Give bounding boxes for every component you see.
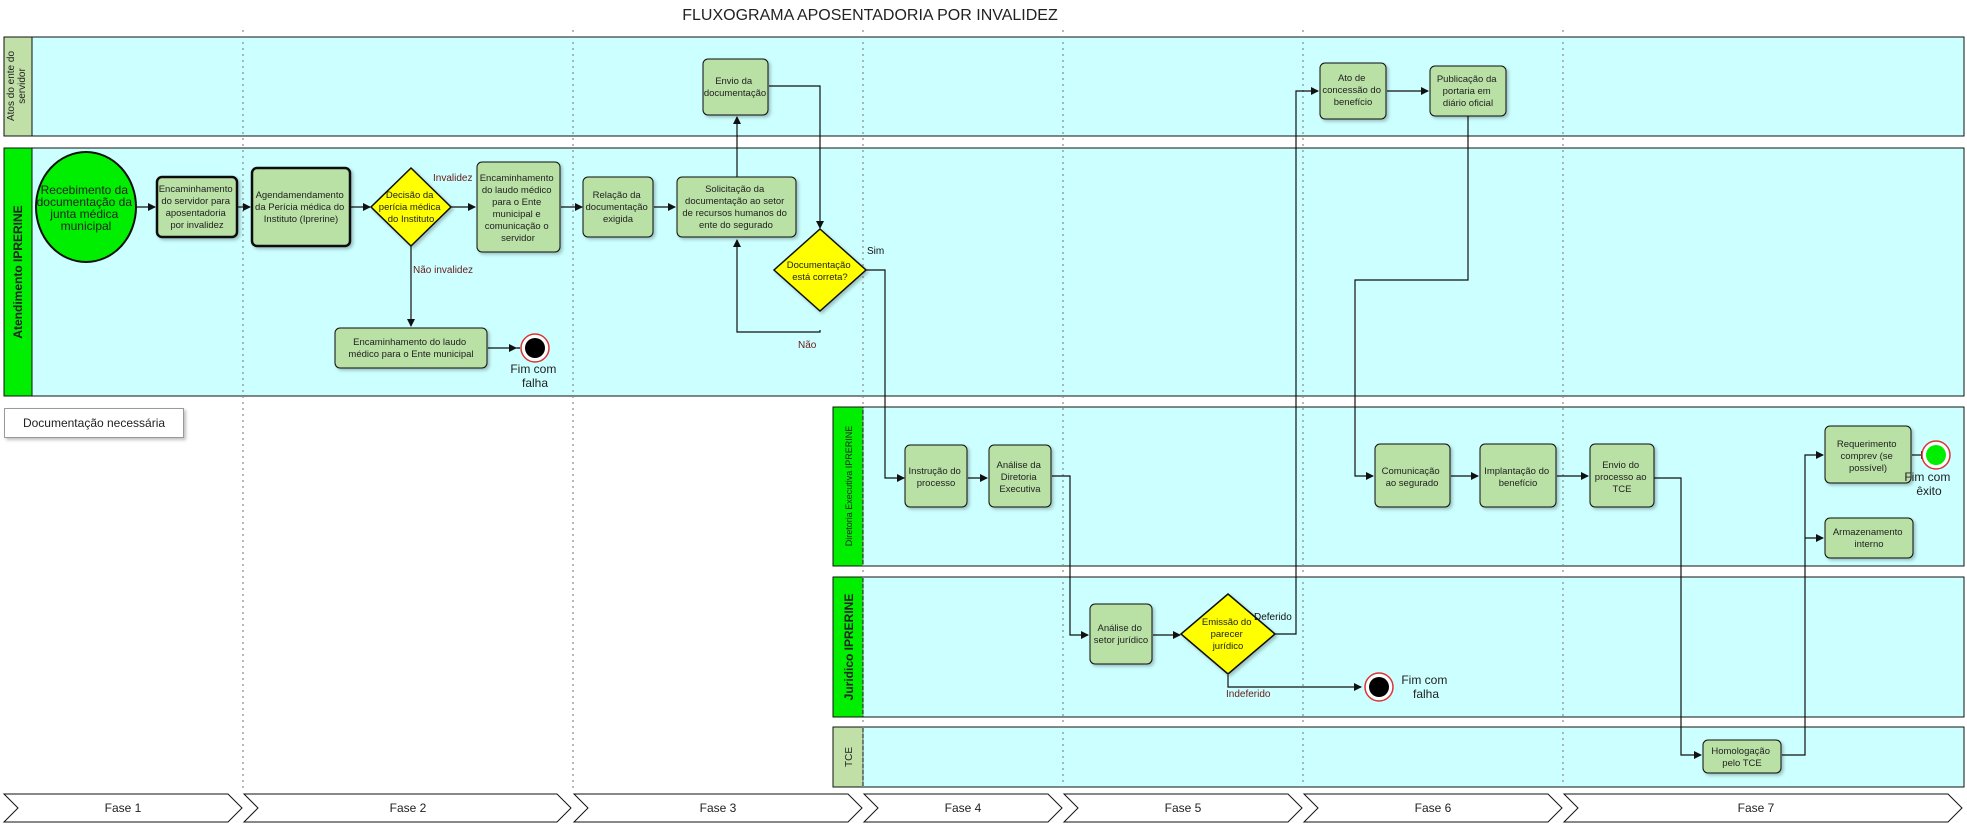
label-deferido: Deferido — [1254, 612, 1292, 623]
task-instrucao-processo[interactable]: Instrução do processo — [904, 444, 968, 508]
svg-text:Análise do setor jurídic: Análise do setor jurídico — [1094, 623, 1148, 646]
connectors — [137, 85, 1929, 759]
label-invalidez: Invalidez — [433, 173, 472, 184]
svg-text:Ato de concessão do: Ato de concessão do benefício — [1322, 73, 1383, 108]
edge-labels: Invalidez Não invalidez Sim Não Deferido… — [413, 173, 1292, 700]
page-title: FLUXOGRAMA APOSENTADORIA POR INVALIDEZ — [682, 7, 1058, 24]
phase-2: Fase 2 — [390, 801, 427, 815]
task-implantacao-beneficio[interactable]: Implantação do benefício — [1479, 443, 1557, 508]
task-encaminhamento-laudo-ente[interactable]: Encaminhamento do laudo médico para o En… — [476, 161, 561, 253]
svg-text:Emissão do parecer: Emissão do parecer jurídico — [1202, 617, 1254, 652]
task-publicacao-portaria[interactable]: Publicação da portaria em diário oficial — [1429, 65, 1507, 117]
svg-text:Solicitação da documenta: Solicitação da documentação ao setor de … — [682, 184, 789, 231]
phase-5: Fase 5 — [1165, 801, 1202, 815]
lane-tce-label: TCE — [844, 747, 855, 767]
lane-tce: TCE — [832, 726, 1965, 788]
task-requerimento-comprev[interactable]: Requerimento comprev (se possível) — [1824, 425, 1912, 484]
lane-diretoria-label: Diretoria Executiva IPRERINE — [844, 426, 854, 547]
decision-pericia[interactable]: Decisão da perícia médica do Instituto — [369, 166, 453, 248]
lane-juridico: Juridico IPRERINE — [832, 576, 1965, 718]
svg-text:Envio do processo ao: Envio do processo ao TCE — [1595, 460, 1649, 495]
phase-3: Fase 3 — [700, 801, 737, 815]
svg-text:servidor: servidor — [17, 68, 28, 104]
task-envio-tce[interactable]: Envio do processo ao TCE — [1589, 443, 1655, 508]
phase-6: Fase 6 — [1415, 801, 1452, 815]
svg-text:Homologação pelo TCE: Homologação pelo TCE — [1711, 746, 1772, 769]
svg-text:Encaminhamento do servid: Encaminhamento do servidor para aposenta… — [159, 184, 236, 231]
svg-text:Decisão da perícia médic: Decisão da perícia médica do Instituto — [379, 190, 443, 225]
svg-text:Análise da Diretoria: Análise da Diretoria Executiva — [996, 460, 1043, 495]
svg-text:Encaminhamento do laudo: Encaminhamento do laudo médico para o En… — [480, 173, 557, 244]
svg-text:Encaminhamento do laudo: Encaminhamento do laudo médico para o En… — [348, 337, 473, 360]
svg-text:Relação da documentação: Relação da documentação exigida — [586, 190, 651, 225]
svg-text:Atos do ente do: Atos do ente do — [6, 51, 17, 121]
end-event-exito[interactable]: Fim com êxito — [1904, 440, 1953, 498]
task-ato-concessao[interactable]: Ato de concessão do benefício — [1319, 62, 1387, 120]
lane-atos-label-2: servidor — [17, 68, 28, 104]
end-event-falha-1[interactable]: Fim com falha — [510, 333, 559, 390]
svg-text:Requerimento comprev (se: Requerimento comprev (se possível) — [1837, 439, 1899, 474]
lane-atos-label-1: Atos do ente do — [6, 51, 17, 121]
task-solicitacao-documentacao[interactable]: Solicitação da documentação ao setor de … — [676, 176, 797, 238]
svg-text:Instrução do processo: Instrução do processo — [909, 466, 964, 489]
decision-documentacao-correta[interactable]: Documentação está correta? — [772, 227, 868, 313]
svg-text:Armazenamento interno: Armazenamento interno — [1833, 527, 1905, 550]
svg-text:Agendamendamento da Perí: Agendamendamento da Perícia médica do In… — [255, 190, 347, 225]
decision-emissao-parecer[interactable]: Emissão do parecer jurídico — [1179, 593, 1277, 675]
phase-1: Fase 1 — [105, 801, 142, 815]
lane-juridico-label: Juridico IPRERINE — [842, 594, 856, 701]
svg-text:Recebimento da documenta: Recebimento da documentação da junta méd… — [37, 183, 136, 233]
lane-atendimento-label: Atendimento IPRERINE — [11, 205, 25, 338]
phase-separators — [242, 30, 1564, 790]
lane-atos: Atos do ente do servidor — [3, 36, 1965, 137]
task-agendamento[interactable]: Agendamendamento da Perícia médica do In… — [250, 166, 352, 248]
task-armazenamento-interno[interactable]: Armazenamento interno — [1824, 517, 1914, 559]
start-event[interactable]: Recebimento da documentação da junta méd… — [35, 151, 137, 263]
svg-text:Fim com falha: Fim com falha — [510, 362, 559, 390]
task-homologacao-tce[interactable]: Homologação pelo TCE — [1702, 739, 1782, 774]
task-encaminhamento-laudo-falha[interactable]: Encaminhamento do laudo médico para o En… — [334, 327, 488, 369]
task-analise-juridico[interactable]: Análise do setor jurídico — [1089, 603, 1153, 665]
svg-text:Documentação está corret: Documentação está correta? — [787, 260, 854, 283]
label-indeferido: Indeferido — [1226, 689, 1271, 700]
svg-text:Fim com êxito: Fim com êxito — [1904, 470, 1953, 498]
task-envio-documentacao[interactable]: Envio da documentação — [702, 58, 769, 116]
task-encaminhamento-servidor[interactable]: Encaminhamento do servidor para aposenta… — [155, 175, 239, 239]
label-nao: Não — [798, 340, 817, 351]
phase-bar: Fase 1 Fase 2 Fase 3 Fase 4 Fase 5 Fase … — [2, 793, 1963, 823]
label-sim: Sim — [867, 246, 884, 257]
task-analise-diretoria[interactable]: Análise da Diretoria Executiva — [988, 444, 1052, 508]
phase-4: Fase 4 — [945, 801, 982, 815]
phase-7: Fase 7 — [1738, 801, 1775, 815]
svg-text:Comunicação ao segurado: Comunicação ao segurado — [1382, 466, 1443, 489]
label-nao-invalidez: Não invalidez — [413, 265, 473, 276]
svg-text:Implantação do benefício: Implantação do benefício — [1484, 466, 1552, 489]
end-event-falha-2[interactable]: Fim com falha — [1364, 672, 1451, 702]
svg-text:Publicação da portaria e: Publicação da portaria em diário oficial — [1437, 74, 1499, 109]
svg-text:Fim com falha: Fim com falha — [1401, 673, 1450, 701]
documentacao-necessaria-tab[interactable]: Documentação necessária — [4, 408, 184, 438]
task-relacao-documentacao[interactable]: Relação da documentação exigida — [582, 176, 654, 238]
svg-text:Envio da documentação: Envio da documentação — [704, 76, 766, 99]
task-comunicacao-segurado[interactable]: Comunicação ao segurado — [1374, 443, 1451, 508]
